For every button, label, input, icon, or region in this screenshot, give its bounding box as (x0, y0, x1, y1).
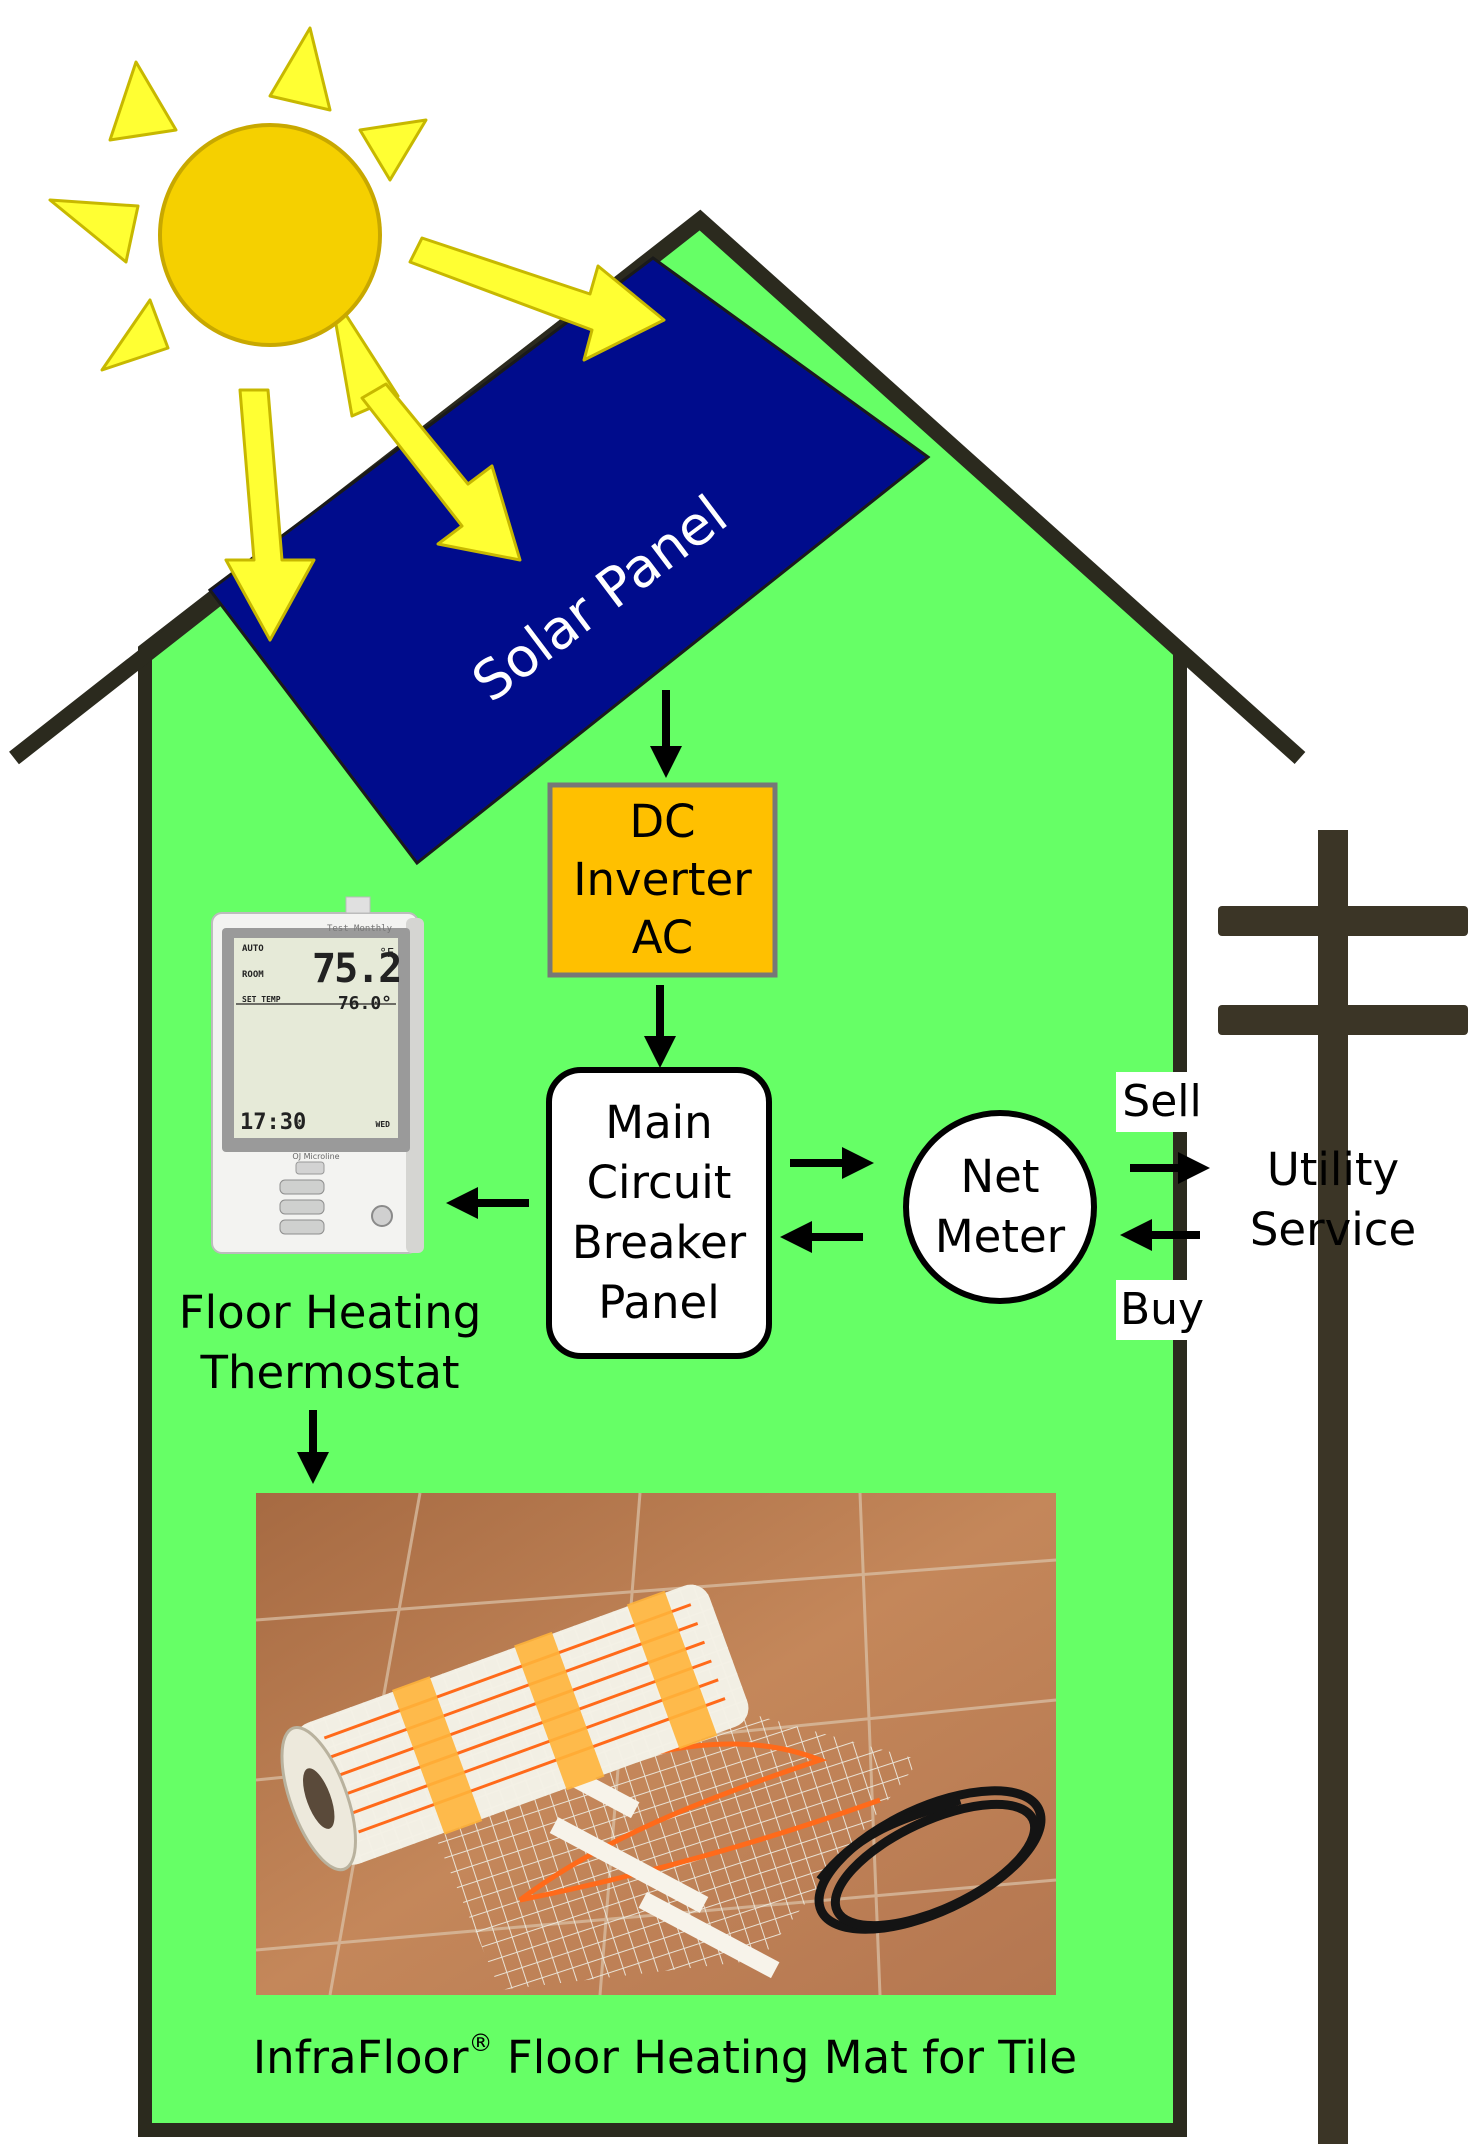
display-day: WED (375, 1120, 390, 1129)
display-set-temp-label: SET TEMP (242, 995, 281, 1004)
display-clock: 17:30 (240, 1110, 307, 1135)
heating-mat-photo (255, 1492, 1057, 1996)
breaker-line-breaker: Breaker (571, 1216, 747, 1269)
mat-description: Floor Heating Mat for Tile (506, 2031, 1078, 2084)
display-room: ROOM (242, 970, 264, 980)
solar-panel (207, 256, 931, 866)
utility-service-label: Utility Service (1228, 1140, 1438, 1260)
net-meter-line-net: Net (960, 1150, 1040, 1203)
net-meter-label: Net Meter (906, 1113, 1094, 1301)
display-test-monthly: Test Monthly (326, 924, 392, 934)
sell-label-bg (1116, 1072, 1208, 1132)
net-meter-line-meter: Meter (934, 1210, 1066, 1263)
sell-label: Sell (1122, 1076, 1202, 1127)
thermostat-label-line1: Floor Heating (178, 1285, 482, 1339)
breaker-line-panel: Panel (598, 1276, 720, 1329)
house-icon: ⌂ (295, 1120, 301, 1131)
breaker-line-main: Main (605, 1096, 713, 1149)
buy-label-bg (1116, 1280, 1208, 1340)
inverter-label: DC Inverter AC (552, 787, 773, 973)
utility-line-utility: Utility (1266, 1143, 1400, 1196)
thermostat-label: Floor Heating Thermostat (150, 1280, 510, 1405)
inverter-line-ac: AC (631, 911, 694, 964)
thermostat-label-line2: Thermostat (200, 1345, 460, 1399)
mat-caption: InfraFloor® Floor Heating Mat for Tile (150, 2031, 1180, 2080)
display-auto: AUTO (242, 944, 264, 954)
thermostat-image: ⌂ (211, 896, 424, 1254)
registered-mark: ® (468, 2029, 493, 2057)
thermostat-display (234, 938, 398, 1138)
mat-brand: InfraFloor (252, 2031, 469, 2084)
breaker-line-circuit: Circuit (586, 1156, 732, 1209)
display-room-temp: 75.2 (312, 946, 402, 992)
sun-icon (48, 26, 666, 642)
thermostat-brand: OJ Microline (292, 1152, 340, 1161)
thermostat-display-text: Test Monthly AUTO ROOM 75.2 °F SET TEMP … (234, 924, 402, 1138)
inverter-line-dc: DC (629, 795, 696, 848)
buy-label: Buy (1119, 1284, 1205, 1335)
display-unit: °F (379, 946, 394, 960)
inverter-line-inverter: Inverter (573, 853, 752, 906)
utility-pole (1218, 830, 1468, 2144)
utility-line-service: Service (1249, 1203, 1417, 1256)
net-meter-circle (903, 1110, 1097, 1304)
dc-ac-inverter-box (547, 782, 778, 978)
display-set-temp: 76.0° (337, 993, 392, 1014)
breaker-label: Main Circuit Breaker Panel (552, 1073, 766, 1353)
main-circuit-breaker-panel (546, 1067, 772, 1359)
